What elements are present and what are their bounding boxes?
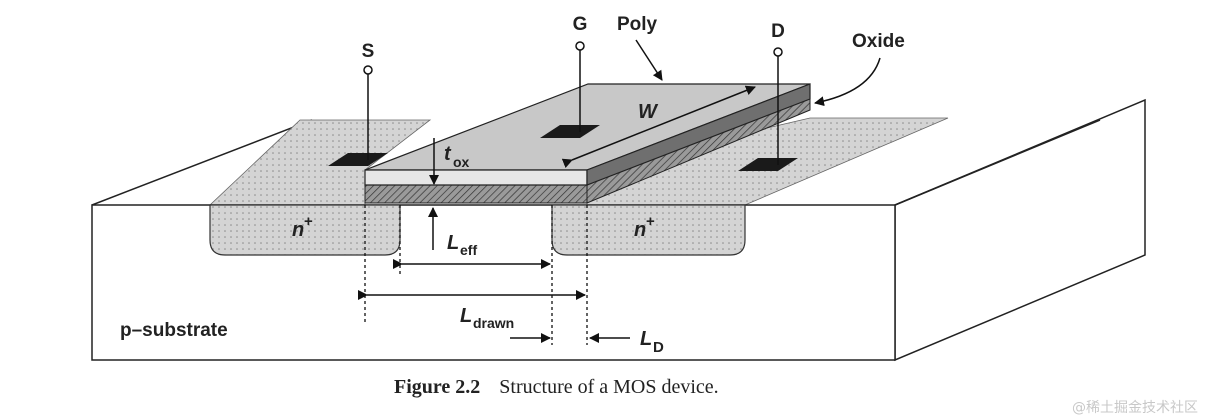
oxide-label: Oxide	[852, 31, 905, 52]
drain-terminal-node	[773, 47, 783, 57]
source-contact-pad	[328, 153, 388, 166]
ldrawn-subscript: drawn	[473, 315, 514, 331]
gate-terminal-node	[575, 41, 585, 51]
leff-subscript: eff	[460, 242, 477, 258]
tox-subscript: ox	[453, 154, 470, 170]
poly-label: Poly	[617, 14, 658, 35]
dimension-guides	[364, 205, 588, 345]
source-terminal-node	[363, 65, 373, 75]
substrate-front-face	[91, 204, 896, 361]
width-label: W	[638, 101, 659, 123]
gate-label: G	[573, 14, 588, 35]
poly-pointer	[635, 39, 663, 81]
ld-label: L	[640, 328, 652, 350]
figure-caption-label: Figure 2.2	[394, 376, 480, 398]
ldrawn-label: L	[460, 305, 472, 327]
n-plus-drain-label: n	[634, 219, 646, 241]
oxide-pointer	[814, 57, 881, 107]
leff-label: L	[447, 232, 459, 254]
tox-label: t	[444, 143, 452, 165]
watermark: @稀土掘金技术社区	[1072, 400, 1198, 416]
poly-gate-front	[364, 169, 588, 186]
figure-caption-text: Structure of a MOS device.	[499, 376, 718, 398]
gate-oxide-front	[364, 184, 588, 204]
n-plus-source-sup: +	[304, 213, 313, 230]
substrate-label: p–substrate	[120, 320, 228, 341]
figure-caption: Figure 2.2 Structure of a MOS device.	[394, 376, 719, 398]
width-arrow	[561, 85, 756, 168]
n-plus-region-drain	[551, 204, 746, 256]
n-plus-source-label: n	[292, 219, 304, 241]
ld-subscript: D	[653, 339, 664, 356]
source-label: S	[362, 41, 375, 62]
n-plus-drain-sup: +	[646, 213, 655, 230]
drain-label: D	[771, 21, 785, 42]
